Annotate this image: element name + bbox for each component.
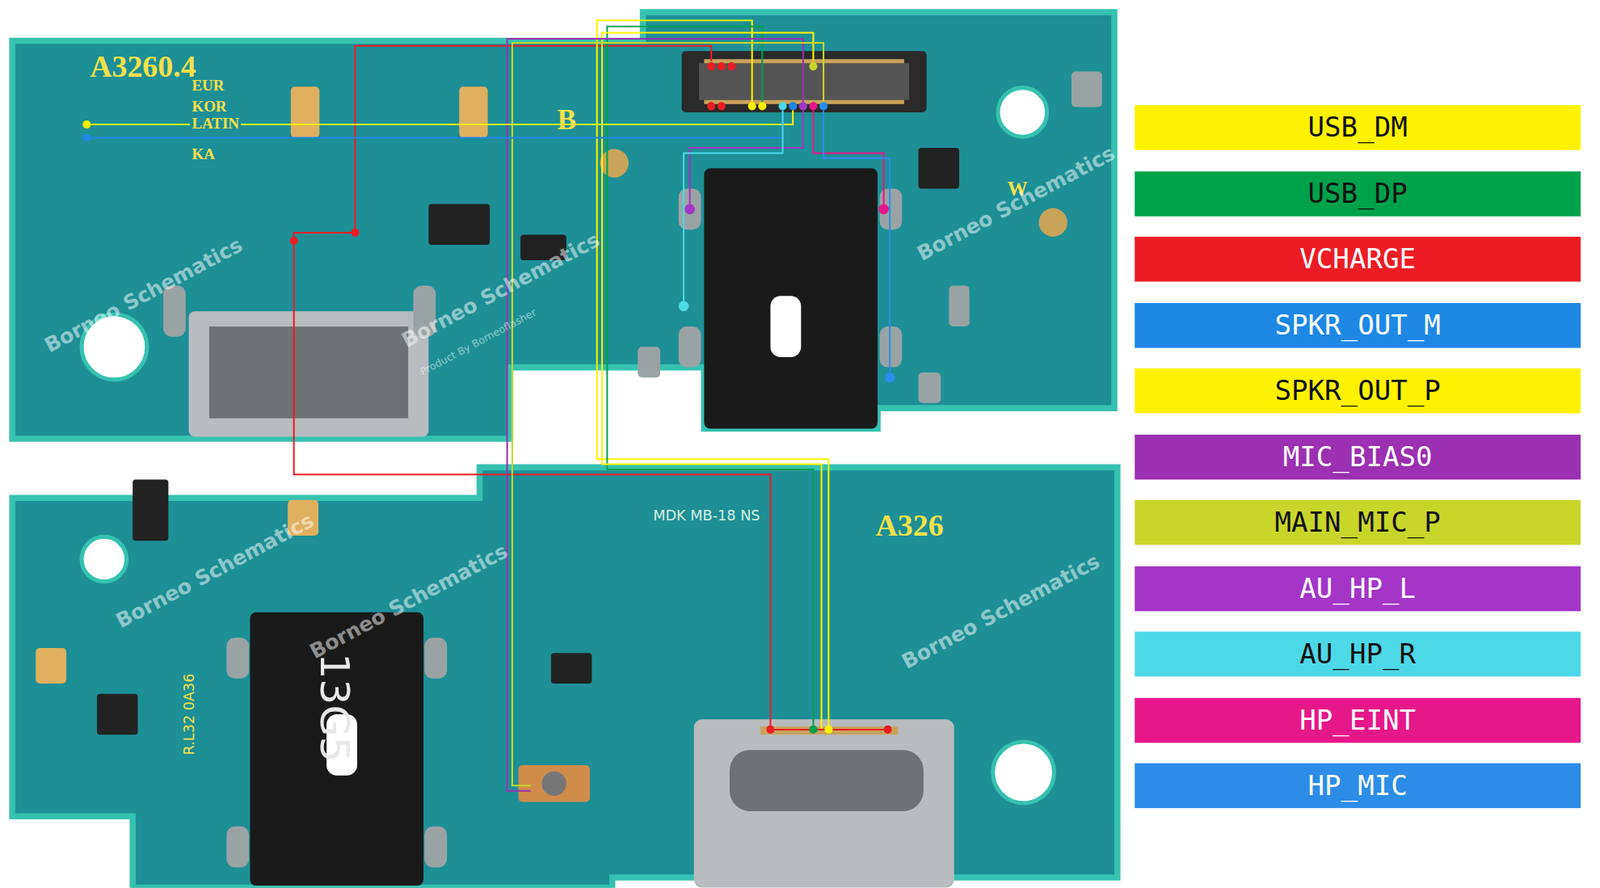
legend-text: SPKR_OUT_M xyxy=(1134,302,1581,348)
board-marking: R.L32 0A36 xyxy=(181,673,198,755)
legend-text: MIC_BIAS0 xyxy=(1134,433,1581,480)
legend-text: AU_HP_L xyxy=(1134,565,1581,611)
legend-text: HP_MIC xyxy=(1134,763,1581,809)
legend-text: HP_EINT xyxy=(1134,697,1581,743)
board-marking: MDK MB-18 NS xyxy=(652,508,760,524)
legend-text: USB_DM xyxy=(1134,105,1581,151)
legend-text: USB_DP xyxy=(1134,171,1581,217)
legend-text: MAIN_MIC_P xyxy=(1134,500,1581,546)
board-marking: A326 xyxy=(875,508,944,543)
region-marking: LATIN xyxy=(189,115,242,133)
legend-text: VCHARGE xyxy=(1134,236,1581,283)
component-marking: 13G5 xyxy=(311,652,358,763)
region-marking: KA xyxy=(189,146,217,164)
board-marking: B xyxy=(556,105,577,137)
legend-text: SPKR_OUT_P xyxy=(1134,368,1581,414)
region-marking: KOR xyxy=(189,97,229,115)
legend-text: AU_HP_R xyxy=(1134,631,1581,678)
region-marking: EUR xyxy=(189,77,227,95)
board-marking: A3260.4 xyxy=(89,49,197,84)
